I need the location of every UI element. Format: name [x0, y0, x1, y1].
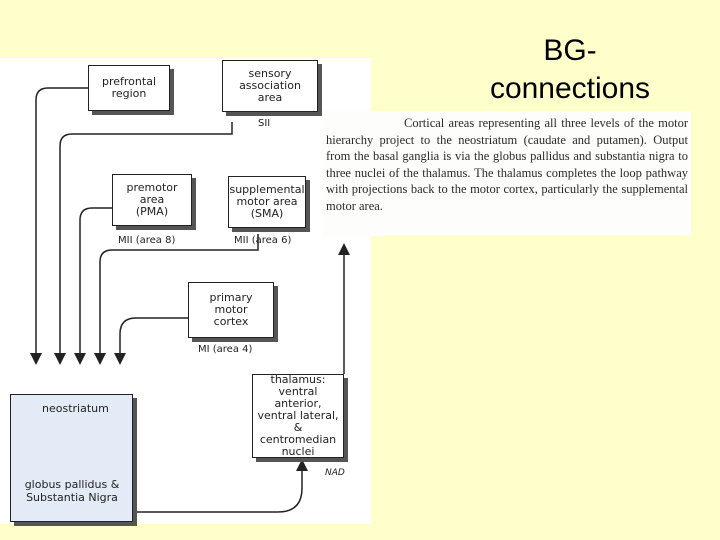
sma-box: supplemental motor area (SMA) [228, 176, 306, 228]
arrow-gp-to-thalamus [133, 459, 308, 513]
arrow-premotor-to-neostriatum [74, 207, 112, 365]
sma-label: supplemental motor area (SMA) [229, 183, 305, 220]
neostriatum-gp-box [10, 394, 133, 522]
premotor-label: premotor area (PMA) [126, 181, 178, 218]
prefrontal-label: prefrontal region [102, 75, 156, 100]
prefrontal-region-box: prefrontal region [88, 65, 170, 111]
label-mii-area6: MII (area 6) [234, 235, 292, 246]
arrow-prefrontal-to-neostriatum [30, 87, 90, 365]
sensory-association-box: sensory association area [222, 60, 318, 112]
neostriatum-label: neostriatum [42, 402, 109, 415]
thalamus-box: thalamus: ventral anterior, ventral late… [252, 374, 344, 458]
caption-panel: Cortical areas representing all three le… [322, 111, 691, 236]
slide-title: BG- connections [489, 34, 651, 105]
gp-sn-label: globus pallidus & Substantia Nigra [24, 478, 120, 504]
sensory-label: sensory association area [239, 67, 301, 104]
primary-label: primary motor cortex [209, 291, 253, 328]
bg-connections-diagram: prefrontal region sensory association ar… [0, 58, 371, 524]
arrow-sensory-to-neostriatum [54, 122, 233, 365]
arrow-primary-to-neostriatum [114, 317, 188, 365]
label-sii: SII [258, 118, 271, 129]
arrow-sma-to-neostriatum [94, 234, 259, 365]
signature-nad: NAD [325, 468, 345, 478]
label-mi-area4: MI (area 4) [198, 344, 253, 355]
premotor-area-box: premotor area (PMA) [112, 174, 192, 226]
primary-motor-box: primary motor cortex [188, 282, 274, 338]
caption-text: Cortical areas representing all three le… [326, 116, 688, 213]
label-mii-area8: MII (area 8) [118, 235, 176, 246]
thalamus-label: thalamus: ventral anterior, ventral late… [257, 373, 339, 458]
